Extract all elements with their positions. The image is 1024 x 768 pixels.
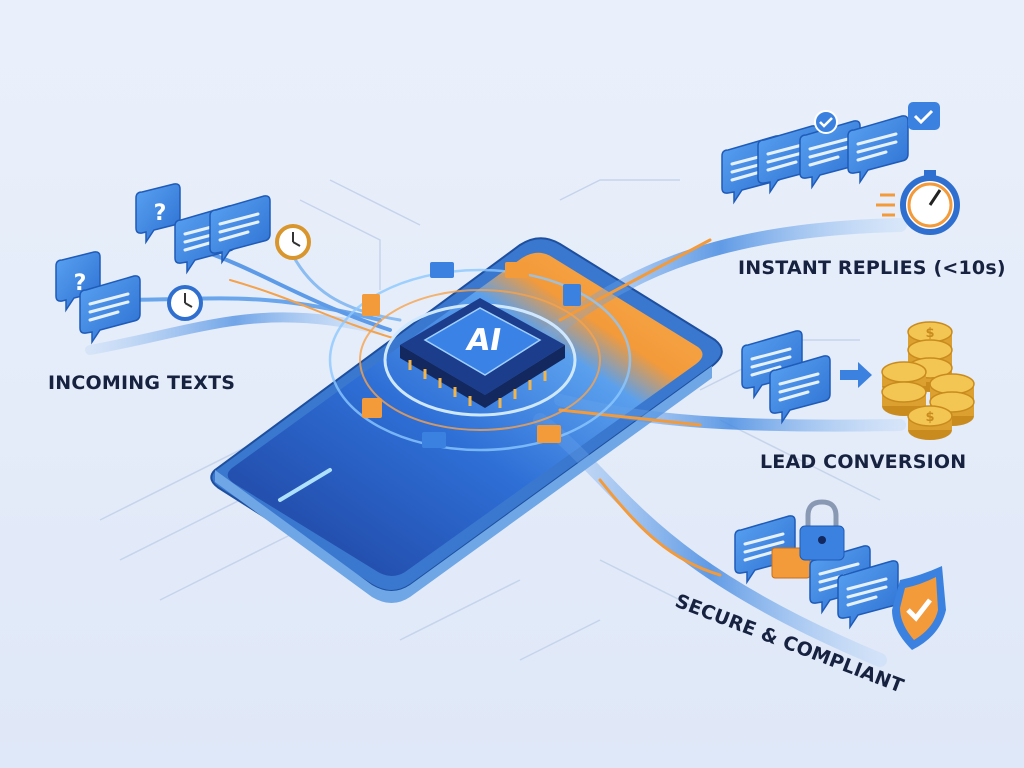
- outgoing-flows: [533, 218, 907, 667]
- clock-icon: [275, 224, 311, 260]
- floating-message-cards: [362, 262, 581, 448]
- incoming-texts-label: INCOMING TEXTS: [48, 372, 236, 394]
- instant-replies-label: INSTANT REPLIES (<10s): [738, 257, 1006, 279]
- circuit-traces: [99, 179, 881, 661]
- arrow-right-icon: [840, 362, 872, 388]
- stopwatch-icon: [876, 170, 960, 235]
- ai-chip: [400, 298, 565, 408]
- lead-conversion-label: LEAD CONVERSION: [760, 451, 967, 473]
- coin-symbol: $: [925, 326, 934, 341]
- question-mark-icon: ?: [154, 201, 167, 226]
- alarm-clock-icon: [167, 285, 203, 321]
- incoming-flows: [85, 248, 402, 355]
- ai-chip-label: AI: [464, 323, 504, 358]
- padlock-icon: [799, 499, 845, 561]
- checkmark-icon: [908, 102, 940, 130]
- checkmark-icon: [814, 110, 838, 134]
- shield-check-icon: [892, 566, 946, 650]
- coin-symbol: $: [925, 410, 934, 425]
- question-mark-icon: ?: [74, 271, 87, 296]
